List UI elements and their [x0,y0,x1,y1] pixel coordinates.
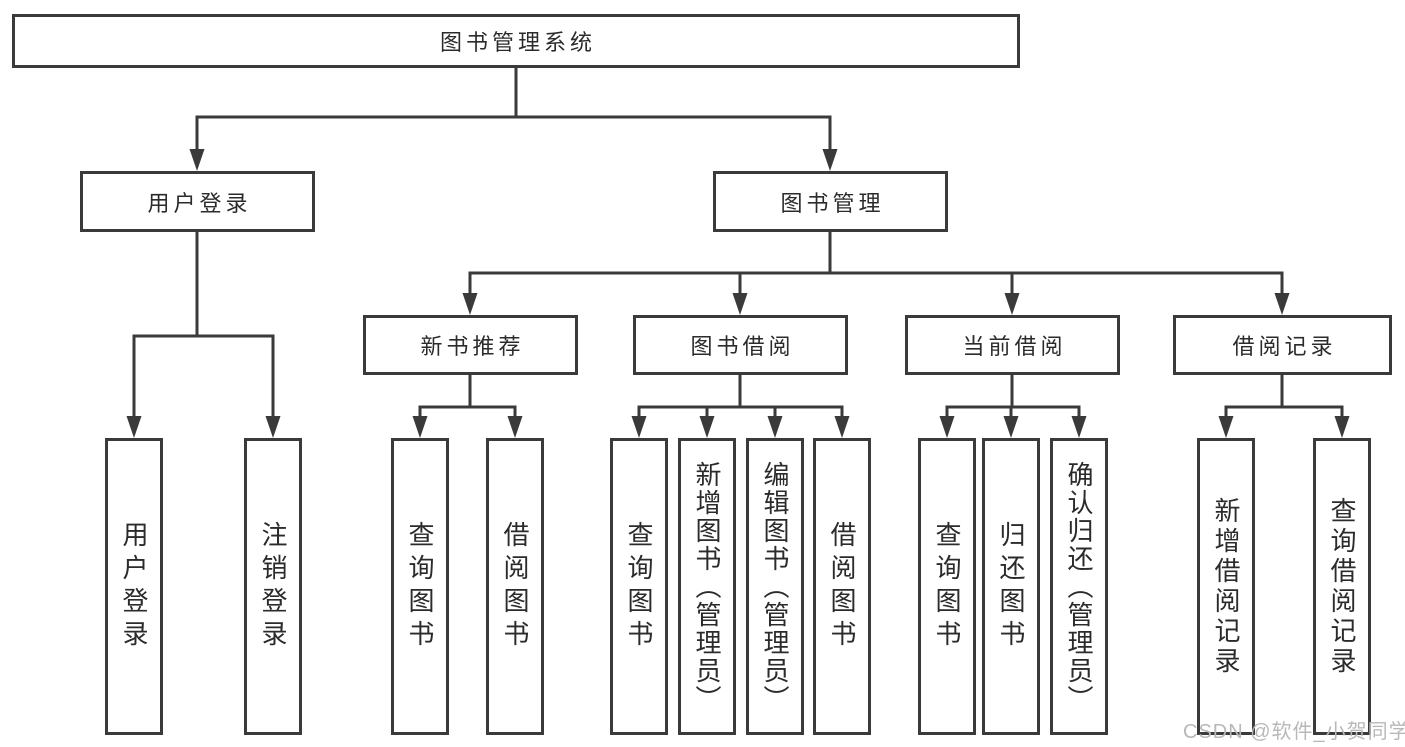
node-label: 注销登录 [258,520,288,653]
node-label: 新增图书（管理员） [692,460,722,713]
node-label: 查询图书 [405,520,435,653]
leaf-query-borrow-record: 查询借阅记录 [1313,438,1371,735]
leaf-borrow-books-recommend: 借阅图书 [486,438,544,735]
node-label: 用户登录 [119,520,149,653]
node-label: 当前借阅 [962,334,1067,359]
node-label: 查询图书 [624,520,654,653]
node-label: 新书推荐 [420,334,525,359]
leaf-confirm-return-admin: 确认归还（管理员） [1050,438,1108,735]
node-new-book-recommendation: 新书推荐 [363,315,578,375]
leaf-user-login: 用户登录 [105,438,163,735]
leaf-edit-books-admin: 编辑图书（管理员） [746,438,804,735]
leaf-add-books-admin: 新增图书（管理员） [678,438,736,735]
node-label: 借阅记录 [1232,334,1337,359]
leaf-query-books-borrowing: 查询图书 [610,438,668,735]
node-label: 用户登录 [147,190,252,216]
leaf-add-borrow-record: 新增借阅记录 [1197,438,1255,735]
node-library-management-system: 图书管理系统 [12,14,1020,68]
node-label: 编辑图书（管理员） [760,460,790,713]
node-label: 归还图书 [996,520,1026,653]
node-label: 借阅图书 [500,520,530,653]
node-current-borrowing: 当前借阅 [905,315,1120,375]
node-book-borrowing: 图书借阅 [633,315,848,375]
node-label: 新增借阅记录 [1211,496,1241,677]
node-book-management: 图书管理 [713,171,948,232]
node-label: 查询借阅记录 [1327,496,1357,677]
leaf-logout: 注销登录 [244,438,302,735]
leaf-query-books-current: 查询图书 [918,438,976,735]
leaf-borrow-books: 借阅图书 [813,438,871,735]
watermark: CSDN @软件_小贺同学 [1183,721,1405,743]
leaf-return-books: 归还图书 [982,438,1040,735]
node-label: 图书管理 [780,190,885,216]
leaf-query-books-recommend: 查询图书 [391,438,449,735]
node-label: 查询图书 [932,520,962,653]
node-label: 图书借阅 [690,334,795,359]
node-borrowing-records: 借阅记录 [1173,315,1392,375]
node-label: 借阅图书 [827,520,857,653]
node-user-login: 用户登录 [80,171,315,232]
node-label: 确认归还（管理员） [1064,460,1094,713]
node-label: 图书管理系统 [439,30,596,55]
